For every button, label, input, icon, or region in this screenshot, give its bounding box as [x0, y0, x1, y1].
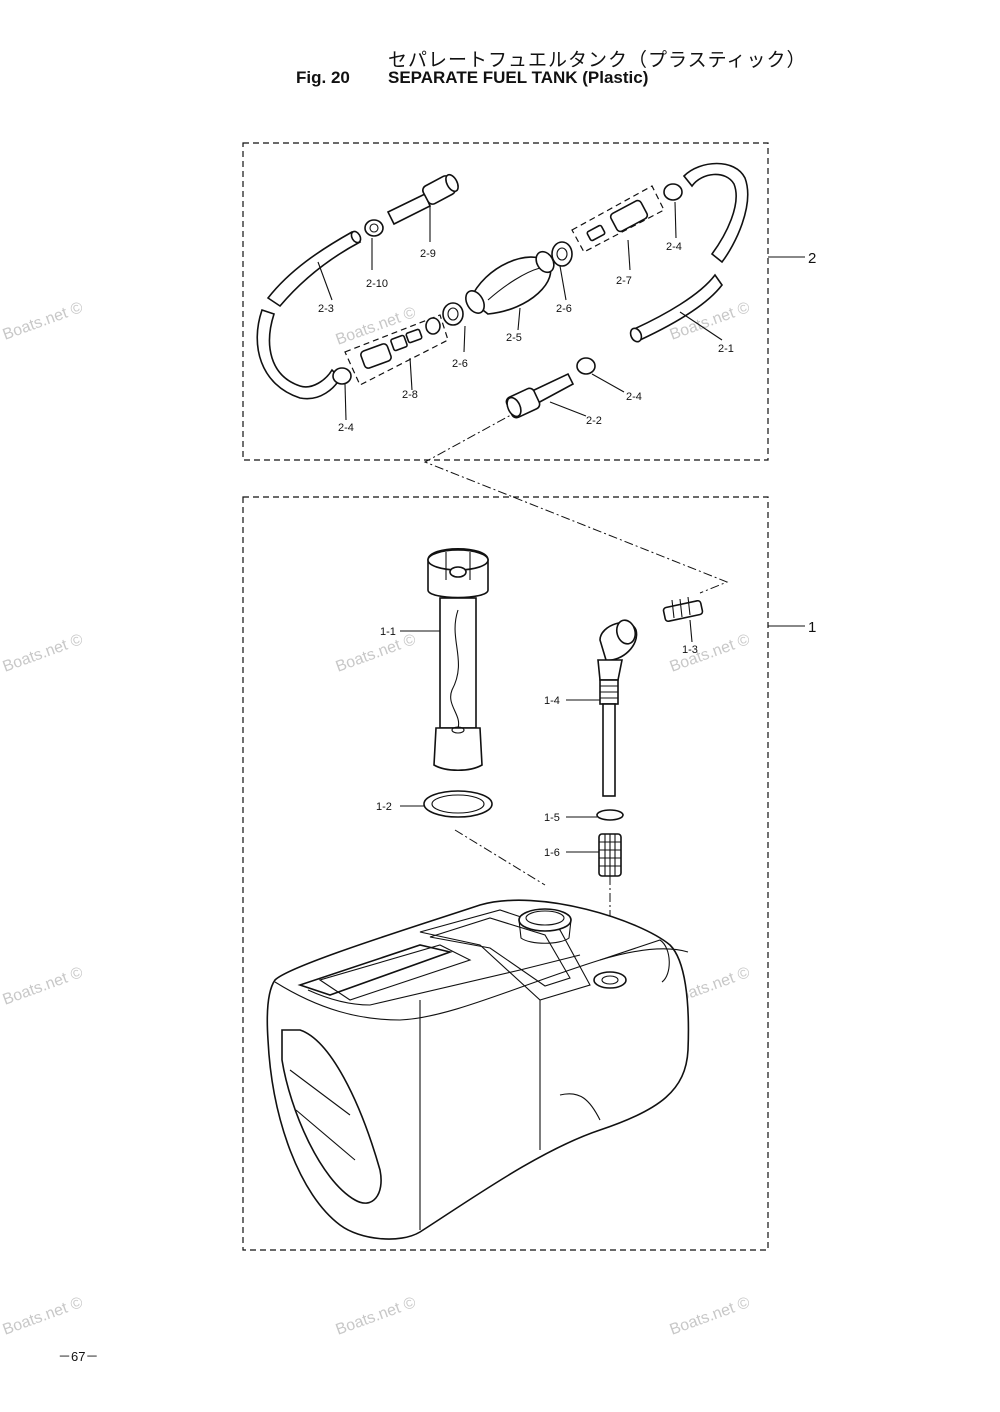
watermark: Boats.net ©	[1, 299, 86, 344]
title-english: SEPARATE FUEL TANK (Plastic)	[388, 68, 649, 87]
connector-2-7	[571, 185, 665, 253]
group-2-leaders	[317, 201, 723, 421]
page-number: －67－	[58, 1349, 99, 1364]
hose-clip-2-10	[364, 219, 384, 237]
label-2-10: 2-10	[366, 278, 388, 290]
label-1-1: 1-1	[380, 626, 396, 638]
group-box-hose-assembly	[242, 142, 769, 461]
hose-clip-2-4-bottom	[576, 357, 596, 375]
fitting-1-3	[662, 596, 704, 623]
label-2-4-bottom: 2-4	[626, 391, 642, 403]
label-2-4-left: 2-4	[338, 422, 354, 434]
label-1-3: 1-3	[682, 644, 698, 656]
watermark: Boats.net ©	[334, 631, 419, 676]
hose-clip-2-4-top	[663, 183, 683, 201]
connection-chain-line	[423, 409, 729, 594]
group-label-1: 1	[808, 619, 816, 636]
group-label-2: 2	[808, 250, 816, 267]
label-2-2: 2-2	[586, 415, 602, 427]
label-1-4: 1-4	[544, 695, 560, 707]
primer-bulb-2-5	[465, 250, 555, 315]
title-japanese: セパレートフュエルタンク（プラスティック）	[388, 49, 807, 71]
oring-1-5	[596, 809, 624, 821]
label-2-9: 2-9	[420, 248, 436, 260]
watermark: Boats.net ©	[1, 631, 86, 676]
tank-filler-neck	[518, 908, 572, 944]
connection-chain-cap	[454, 829, 546, 886]
hose-2-1	[629, 273, 723, 343]
clip-2-6-right	[551, 241, 573, 267]
connector-2-8	[344, 314, 449, 386]
label-2-5: 2-5	[506, 332, 522, 344]
watermark: Boats.net ©	[1, 1294, 86, 1339]
label-2-6-left: 2-6	[452, 358, 468, 370]
label-2-6-right: 2-6	[556, 303, 572, 315]
hose-clip-2-4-left	[332, 367, 352, 385]
label-2-3: 2-3	[318, 303, 334, 315]
connector-2-2	[505, 372, 575, 419]
clip-2-6-left	[425, 302, 464, 335]
fuel-gauge-1-1	[427, 547, 489, 772]
label-1-2: 1-2	[376, 801, 392, 813]
label-2-1: 2-1	[718, 343, 734, 355]
gasket-1-2	[423, 790, 493, 818]
watermark: Boats.net ©	[1, 964, 86, 1009]
group-1-leaders	[400, 619, 693, 853]
pickup-tube-1-4	[597, 619, 638, 797]
label-1-5: 1-5	[544, 812, 560, 824]
watermark: Boats.net ©	[668, 631, 753, 676]
hose-2-3	[266, 230, 362, 308]
connector-2-9	[386, 173, 459, 226]
label-2-4-top: 2-4	[666, 241, 682, 253]
watermark: Boats.net ©	[668, 1294, 753, 1339]
label-2-8: 2-8	[402, 389, 418, 401]
hose-left-lower	[256, 308, 341, 400]
hose-right-upper	[682, 162, 749, 264]
watermark: Boats.net ©	[334, 1294, 419, 1339]
label-2-7: 2-7	[616, 275, 632, 287]
group-box-tank-assembly	[242, 496, 769, 1251]
tank-pickup-port	[593, 971, 627, 989]
label-1-6: 1-6	[544, 847, 560, 859]
figure-number: Fig. 20	[296, 68, 350, 87]
fuel-tank-body	[266, 899, 690, 1240]
filter-1-6	[598, 833, 622, 877]
